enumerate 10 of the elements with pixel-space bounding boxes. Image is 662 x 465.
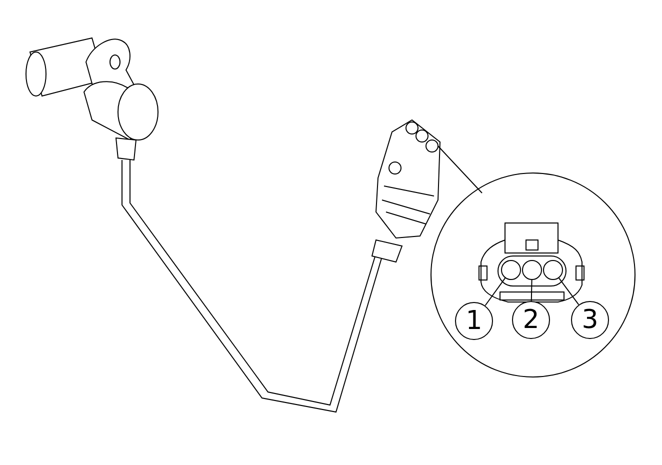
- callout-number: 2: [522, 307, 540, 333]
- callout-circle: [455, 302, 493, 340]
- callout-circle: [571, 301, 609, 339]
- callout-circle: [512, 301, 550, 339]
- connector-pin: [522, 260, 542, 280]
- leader-line: [530, 280, 532, 302]
- connector-pin: [543, 260, 563, 280]
- callout-number: 1: [466, 308, 482, 334]
- callout-number: 3: [582, 307, 598, 333]
- connector-pin: [501, 260, 521, 280]
